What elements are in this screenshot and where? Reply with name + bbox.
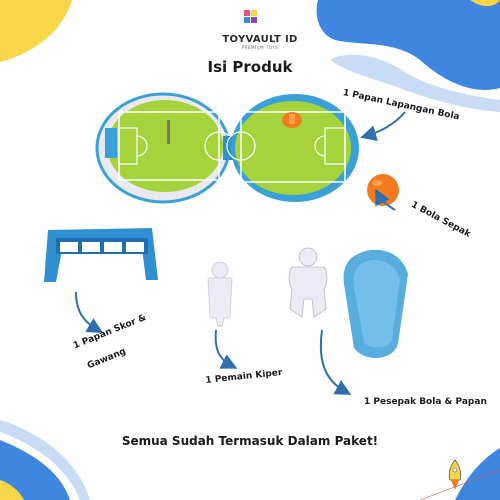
arrow-scoreboard xyxy=(75,291,104,333)
arrow-ball xyxy=(375,188,396,211)
light-blue-wave-top-right xyxy=(330,54,500,112)
arrow-field-board xyxy=(360,111,406,141)
blue-blob-bottom-right xyxy=(455,448,500,500)
accent-line xyxy=(419,469,500,500)
yellow-accent-bottom-left xyxy=(0,480,24,500)
arrow-goalkeeper xyxy=(214,329,238,369)
label-footballer: 1 Pesepak Bola & Papan xyxy=(364,397,487,407)
blue-blob-bottom-left xyxy=(0,440,70,500)
arrow-footballer xyxy=(319,329,352,395)
blue-board-image xyxy=(343,249,408,359)
blue-blob-top-right xyxy=(316,0,500,90)
goalkeeper-figure-image xyxy=(207,261,233,327)
brand-tagline: PREMIUM TOYS xyxy=(241,45,279,50)
page-title: Isi Produk xyxy=(207,58,293,76)
footer-text: Semua Sudah Termasuk Dalam Paket! xyxy=(121,434,379,448)
yellow-blob-top-left xyxy=(0,0,72,62)
football-field-board-image xyxy=(95,92,359,204)
yellow-accent-top-right xyxy=(470,0,500,7)
scoreboard-goal-image xyxy=(44,228,158,282)
brand: TOYVAULT ID PREMIUM TOYS xyxy=(205,20,315,50)
footballer-figure-image xyxy=(288,247,328,318)
light-blue-wave-bottom-left xyxy=(0,420,90,500)
brand-name: TOYVAULT ID xyxy=(222,34,298,45)
rocket-icon xyxy=(448,459,462,490)
toyvault-logo-icon xyxy=(244,10,257,23)
